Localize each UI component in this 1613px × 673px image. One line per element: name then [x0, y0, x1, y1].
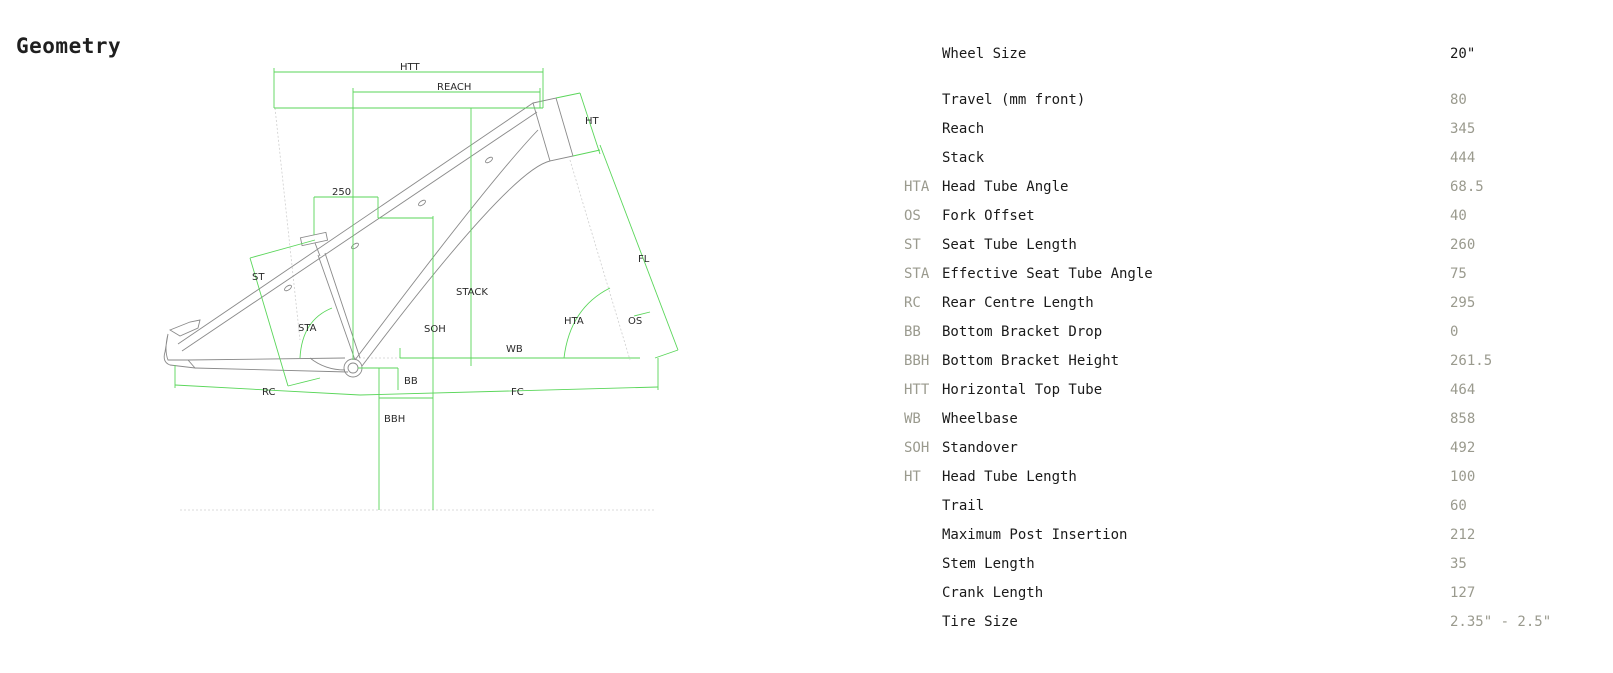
- label-st: ST: [252, 272, 265, 283]
- table-row: WB Wheelbase 858: [900, 404, 1600, 433]
- row-name: Bottom Bracket Drop: [942, 323, 1103, 340]
- dimension-lines: [174, 68, 679, 510]
- row-value: 75: [1450, 265, 1467, 282]
- row-name: Bottom Bracket Height: [942, 352, 1120, 369]
- table-row: Stack 444: [900, 143, 1600, 172]
- geometry-table: Wheel Size 20" Travel (mm front) 80 Reac…: [900, 40, 1600, 636]
- table-row: RC Rear Centre Length 295: [900, 288, 1600, 317]
- table-row: BB Bottom Bracket Drop 0: [900, 317, 1600, 346]
- table-row: HTA Head Tube Angle 68.5: [900, 172, 1600, 201]
- row-value: 35: [1450, 555, 1467, 572]
- row-name: Stem Length: [942, 555, 1035, 572]
- row-name: Reach: [942, 120, 985, 137]
- table-row: SOH Standover 492: [900, 433, 1600, 462]
- row-value: 2.35" - 2.5": [1450, 613, 1552, 630]
- page-title: Geometry: [16, 34, 122, 59]
- label-fl: FL: [638, 254, 650, 265]
- label-htt: HTT: [400, 62, 420, 73]
- bike-frame: [163, 97, 574, 378]
- row-name: Travel (mm front): [942, 91, 1086, 108]
- geometry-diagram: HTT REACH HT 250 ST STACK FL STA SOH HTA…: [160, 60, 700, 530]
- label-sta: STA: [298, 323, 317, 334]
- row-abbr: BBH: [904, 352, 930, 369]
- table-row: Trail 60: [900, 491, 1600, 520]
- row-value: 858: [1450, 410, 1476, 427]
- row-name: Effective Seat Tube Angle: [942, 265, 1153, 282]
- row-value: 80: [1450, 91, 1467, 108]
- row-value: 295: [1450, 294, 1476, 311]
- row-name: Rear Centre Length: [942, 294, 1094, 311]
- label-bb: BB: [404, 376, 418, 387]
- row-value: 0: [1450, 323, 1459, 340]
- table-row: OS Fork Offset 40: [900, 201, 1600, 230]
- row-name: Standover: [942, 439, 1018, 456]
- label-wb: WB: [506, 344, 523, 355]
- table-row: Stem Length 35: [900, 549, 1600, 578]
- table-row: Crank Length 127: [900, 578, 1600, 607]
- row-name: Head Tube Length: [942, 468, 1077, 485]
- row-value: 20": [1450, 46, 1476, 62]
- label-hta: HTA: [564, 316, 584, 327]
- table-row: Tire Size 2.35" - 2.5": [900, 607, 1600, 636]
- label-reach: REACH: [437, 82, 471, 93]
- label-fc: FC: [511, 387, 524, 398]
- row-abbr: RC: [904, 294, 921, 311]
- row-name: Wheel Size: [942, 46, 1027, 62]
- row-value: 60: [1450, 497, 1467, 514]
- row-abbr: SOH: [904, 439, 930, 456]
- row-abbr: HTT: [904, 381, 930, 398]
- row-abbr: BB: [904, 323, 921, 340]
- row-name: Stack: [942, 149, 985, 166]
- row-value: 261.5: [1450, 352, 1493, 369]
- row-abbr: HTA: [904, 178, 930, 195]
- row-value: 127: [1450, 584, 1476, 601]
- row-name: Horizontal Top Tube: [942, 381, 1103, 398]
- label-bbh: BBH: [384, 414, 405, 425]
- row-name: Wheelbase: [942, 410, 1018, 427]
- row-abbr: HT: [904, 468, 921, 485]
- label-stack: STACK: [456, 287, 488, 298]
- row-value: 100: [1450, 468, 1476, 485]
- table-row: BBH Bottom Bracket Height 261.5: [900, 346, 1600, 375]
- row-value: 464: [1450, 381, 1476, 398]
- row-value: 40: [1450, 207, 1467, 224]
- table-row: Maximum Post Insertion 212: [900, 520, 1600, 549]
- row-value: 68.5: [1450, 178, 1484, 195]
- row-abbr: WB: [904, 410, 921, 427]
- label-soh: SOH: [424, 324, 446, 335]
- row-abbr: ST: [904, 236, 921, 253]
- row-value: 260: [1450, 236, 1476, 253]
- table-row: Reach 345: [900, 114, 1600, 143]
- label-250: 250: [332, 187, 351, 198]
- row-name: Seat Tube Length: [942, 236, 1077, 253]
- frame-geometry-svg: HTT REACH HT 250 ST STACK FL STA SOH HTA…: [163, 62, 679, 511]
- table-row: STA Effective Seat Tube Angle 75: [900, 259, 1600, 288]
- label-rc: RC: [262, 387, 275, 398]
- row-name: Fork Offset: [942, 207, 1035, 224]
- row-name: Trail: [942, 497, 985, 514]
- table-row: HT Head Tube Length 100: [900, 462, 1600, 491]
- row-name: Tire Size: [942, 613, 1018, 630]
- label-ht: HT: [585, 116, 600, 127]
- table-row: Travel (mm front) 80: [900, 85, 1600, 114]
- table-row: HTT Horizontal Top Tube 464: [900, 375, 1600, 404]
- table-row: Wheel Size 20": [900, 40, 1600, 68]
- table-row: ST Seat Tube Length 260: [900, 230, 1600, 259]
- row-value: 345: [1450, 120, 1476, 137]
- row-abbr: STA: [904, 265, 930, 282]
- label-os: OS: [628, 316, 642, 327]
- row-value: 212: [1450, 526, 1476, 543]
- row-name: Maximum Post Insertion: [942, 526, 1128, 543]
- row-value: 444: [1450, 149, 1476, 166]
- row-abbr: OS: [904, 207, 921, 224]
- row-name: Crank Length: [942, 584, 1044, 601]
- row-value: 492: [1450, 439, 1476, 456]
- row-name: Head Tube Angle: [942, 178, 1069, 195]
